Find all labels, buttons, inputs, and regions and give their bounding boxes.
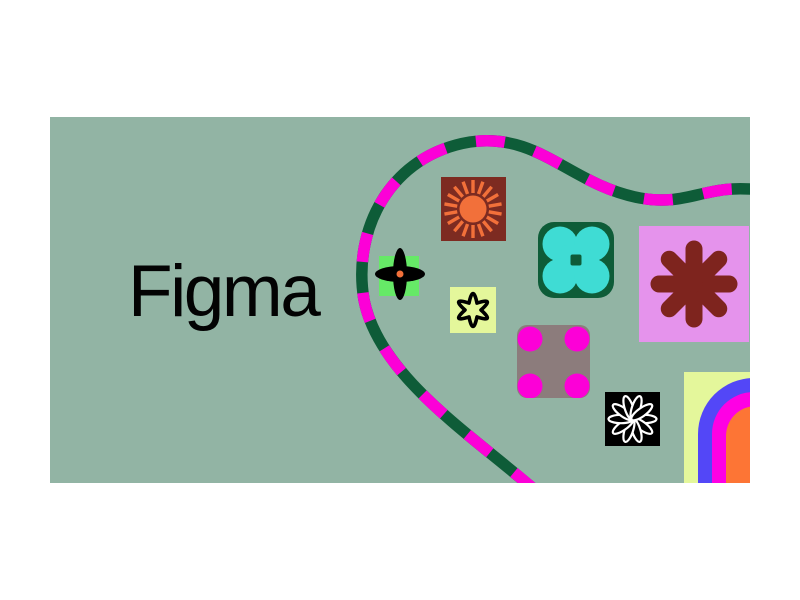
asterisk-icon (650, 240, 738, 328)
brand-banner: Figma (50, 117, 750, 483)
daisy-outline-icon (607, 395, 658, 443)
dice-dots-icon (517, 326, 590, 398)
clover-icon (542, 226, 610, 294)
sun-icon (444, 180, 502, 238)
sun-tile (441, 177, 506, 241)
brand-wordmark: Figma (128, 251, 321, 332)
clover-tile (538, 222, 614, 298)
squiggle-tile (450, 287, 496, 333)
sparkle-icon (375, 248, 425, 300)
asterisk-tile (639, 226, 749, 342)
rainbow-band-orange (726, 406, 750, 483)
daisy-tile (605, 392, 660, 446)
curve-magenta-dashes (356, 135, 750, 483)
dice-dots-tile (517, 325, 590, 398)
rainbow-tile (684, 372, 750, 483)
flower-outline-icon (456, 291, 490, 329)
dashed-curve-path (356, 135, 750, 483)
